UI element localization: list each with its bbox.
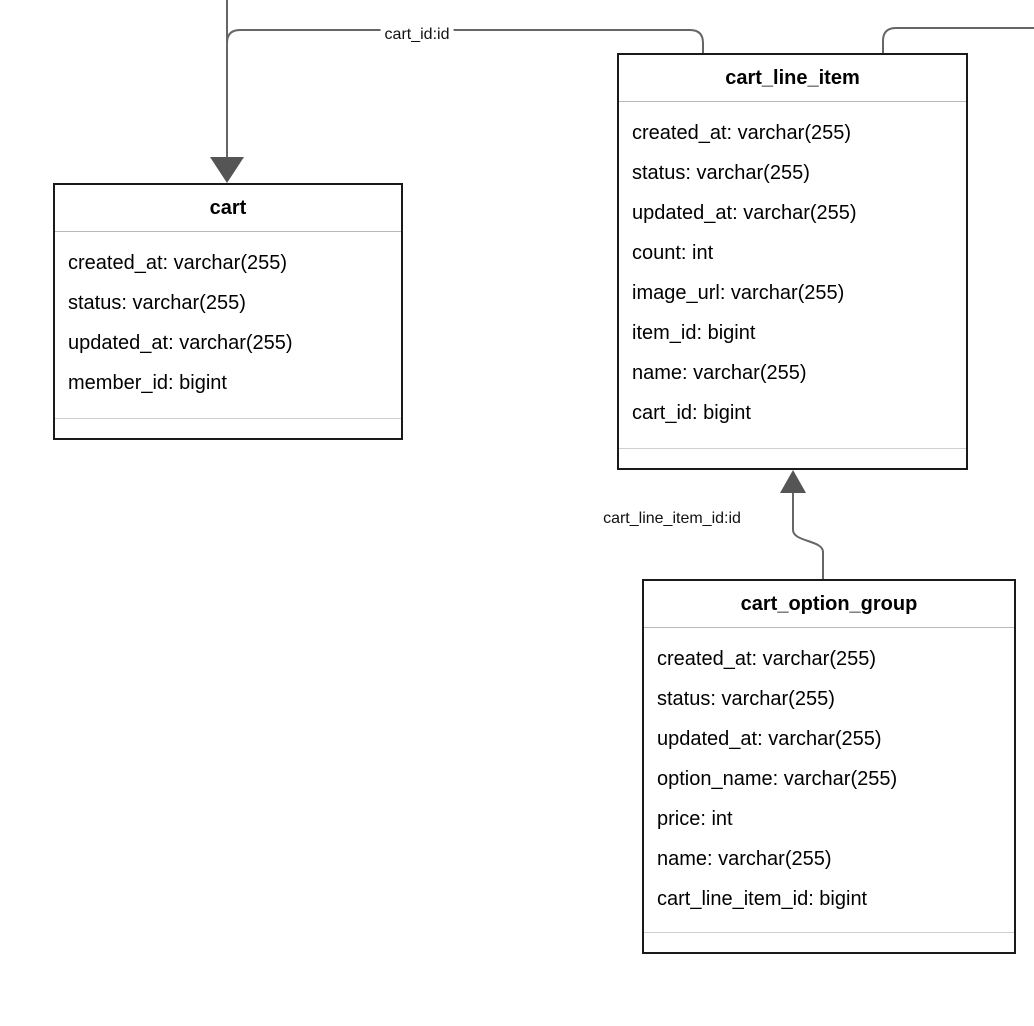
field-row: cart_line_item_id: bigint: [657, 888, 868, 910]
entity-cart[interactable]: cart created_at: varchar(255) status: va…: [53, 183, 403, 440]
entity-cart-option-group-footer: [644, 932, 1014, 952]
field-row: status: varchar(255): [632, 162, 810, 184]
edge-label-cart-id[interactable]: cart_id:id: [380, 26, 454, 44]
field-row: cart_id: bigint: [632, 402, 751, 424]
edge-cart-line-item-to-offscreen-right[interactable]: [882, 27, 1034, 53]
field-row: created_at: varchar(255): [68, 252, 288, 274]
field-row: count: int: [632, 242, 714, 264]
entity-cart-line-item-fields: created_at: varchar(255) status: varchar…: [619, 102, 966, 448]
field-row: option_name: varchar(255): [657, 768, 898, 790]
field-row: status: varchar(255): [657, 688, 835, 710]
field-row: member_id: bigint: [68, 372, 227, 394]
entity-cart-option-group-fields: created_at: varchar(255) status: varchar…: [644, 628, 1014, 932]
edge-cart-line-item-to-cart[interactable]: [226, 29, 704, 158]
arrowhead-into-cart: [210, 157, 244, 183]
field-row: created_at: varchar(255): [657, 648, 877, 670]
field-row: status: varchar(255): [68, 292, 246, 314]
field-row: updated_at: varchar(255): [68, 332, 293, 354]
field-row: created_at: varchar(255): [632, 122, 852, 144]
field-row: image_url: varchar(255): [632, 282, 845, 304]
field-row: item_id: bigint: [632, 322, 756, 344]
entity-cart-option-group[interactable]: cart_option_group created_at: varchar(25…: [642, 579, 1016, 954]
entity-cart-footer: [55, 418, 401, 438]
entity-cart-title: cart: [55, 185, 401, 232]
entity-cart-option-group-title: cart_option_group: [644, 581, 1014, 628]
edge-cart-option-group-to-cart-line-item[interactable]: [792, 492, 824, 579]
entity-cart-line-item-footer: [619, 448, 966, 468]
field-row: name: varchar(255): [632, 362, 807, 384]
field-row: name: varchar(255): [657, 848, 832, 870]
entity-cart-line-item-title: cart_line_item: [619, 55, 966, 102]
edge-label-cart-line-item-id[interactable]: cart_line_item_id:id: [599, 510, 745, 528]
field-row: price: int: [657, 808, 733, 830]
entity-cart-line-item[interactable]: cart_line_item created_at: varchar(255) …: [617, 53, 968, 470]
entity-cart-fields: created_at: varchar(255) status: varchar…: [55, 232, 401, 418]
field-row: updated_at: varchar(255): [657, 728, 882, 750]
arrowhead-into-cart-line-item: [780, 470, 806, 493]
field-row: updated_at: varchar(255): [632, 202, 857, 224]
